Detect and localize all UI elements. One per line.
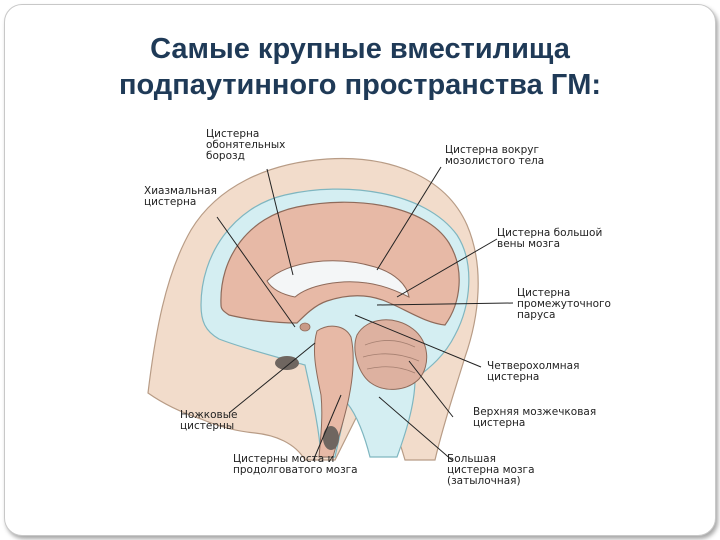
- leader-superior-cerebellar: [408, 360, 454, 418]
- brainstem: [313, 325, 354, 458]
- title-line-1: Самые крупные вместилища: [150, 33, 570, 65]
- label-great-vein: Цистерна большой вены мозга: [497, 227, 606, 250]
- title-line-2: подпаутинного пространства ГМ:: [118, 69, 602, 101]
- brain-sagittal-diagram: Цистерна обонятельных борозд Хиазмальная…: [144, 128, 614, 487]
- cerebellum-folia: [362, 340, 420, 374]
- label-pontomedullary: Цистерны моста и продолговатого мозга: [233, 453, 358, 476]
- leader-chiasmal: [216, 216, 296, 328]
- label-olfactory: Цистерна обонятельных борозд: [206, 128, 289, 162]
- label-callosal: Цистерна вокруг мозолистого тела: [445, 144, 544, 167]
- label-velum: Цистерна промежуточного паруса: [517, 287, 614, 321]
- pituitary: [299, 322, 311, 332]
- label-crural: Ножковые цистерны: [180, 409, 241, 432]
- leader-pontomedullary: [312, 394, 342, 462]
- leader-velum: [376, 302, 514, 306]
- leader-olfactory: [266, 168, 294, 276]
- label-chiasmal: Хиазмальная цистерна: [144, 185, 220, 208]
- label-magna: Большая цистерна мозга (затылочная): [447, 453, 538, 487]
- corpus-callosum: [266, 260, 410, 298]
- clivus-shadow: [323, 426, 339, 450]
- frontal-sinus: [275, 356, 299, 370]
- leader-crural: [228, 342, 316, 414]
- label-superior-cerebellar: Верхняя мозжечковая цистерна: [473, 406, 599, 429]
- label-quadrigeminal: Четверохолмная цистерна: [487, 360, 583, 383]
- slide: Самые крупные вместилища подпаутинного п…: [4, 4, 716, 536]
- leader-magna: [378, 396, 454, 462]
- leader-callosal: [376, 166, 442, 271]
- leader-great-vein: [396, 238, 498, 298]
- leader-quadrigeminal: [354, 314, 482, 368]
- slide-title: Самые крупные вместилища подпаутинного п…: [5, 31, 715, 103]
